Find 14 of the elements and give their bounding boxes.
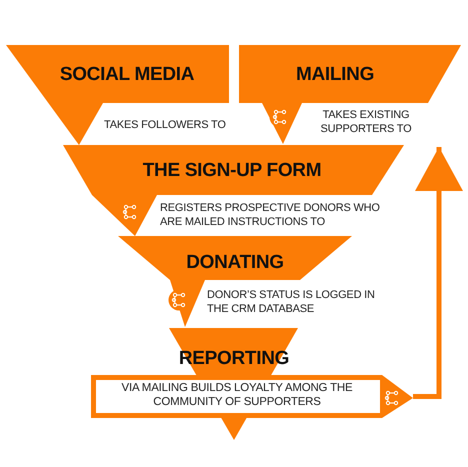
stage-title: DONATING [186, 253, 284, 272]
description-text: TAKES EXISTING SUPPORTERS TO [320, 108, 412, 136]
description-text: DONOR’S STATUS IS LOGGED IN THE CRM DATABASE [207, 288, 376, 316]
feedback-arrow [413, 147, 463, 399]
stage-title: MAILING [296, 65, 374, 84]
funnel-segment [6, 45, 229, 145]
description-text: REGISTERS PROSPECTIVE DONORS WHO ARE MAILED INSTRUCTIONS TO [160, 201, 381, 229]
description-text: TAKES FOLLOWERS TO [104, 118, 227, 132]
funnel-segment [63, 145, 404, 236]
stage-title: SOCIAL MEDIA [60, 65, 194, 84]
funnel-segment [239, 45, 461, 144]
stage-title: THE SIGN-UP FORM [142, 161, 322, 180]
panel-text: VIA MAILING BUILDS LOYALTY AMONG THE COMMUNITY OF SUPPORTERS [120, 381, 354, 409]
text-panel [91, 375, 413, 418]
